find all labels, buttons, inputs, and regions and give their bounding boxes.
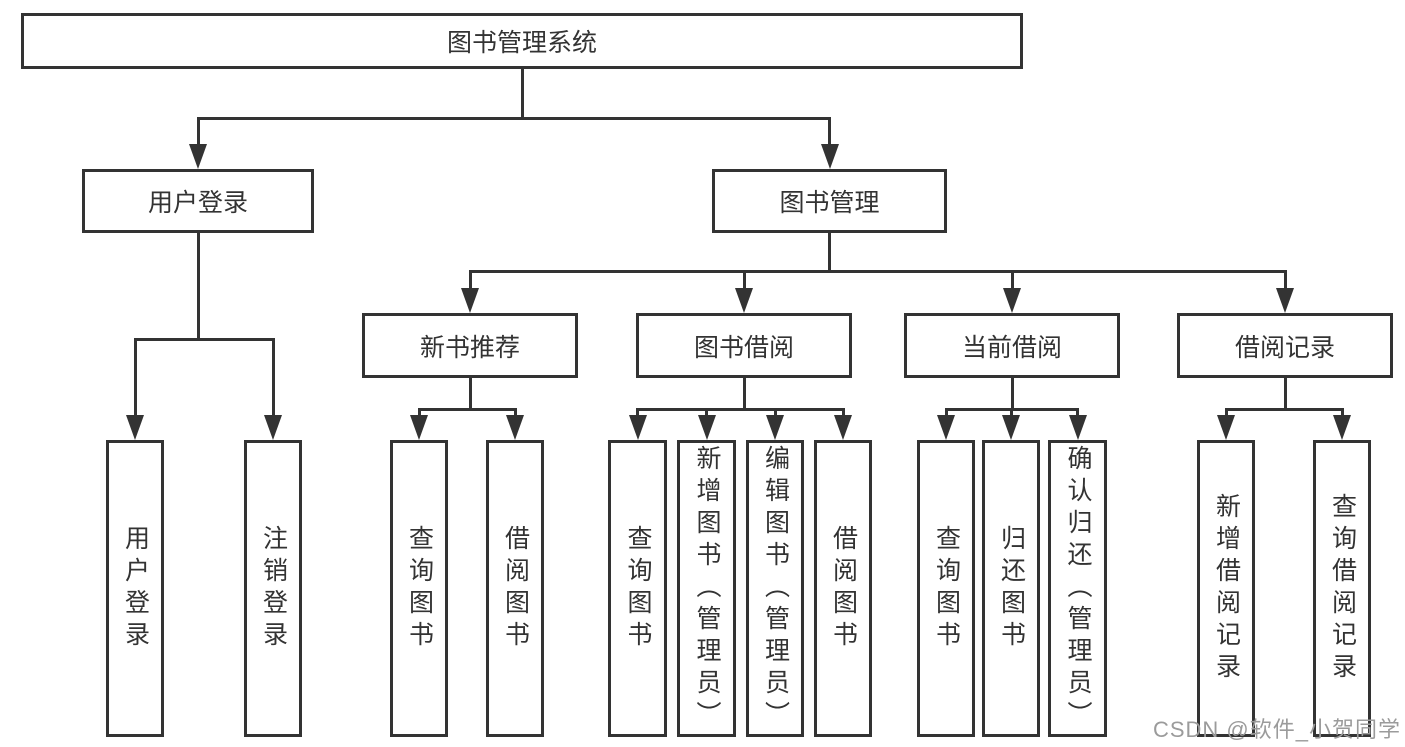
connector-drop-bb-add-books (705, 408, 708, 421)
node-label-cb-confirm-return: 确认归还（管理员） (1064, 444, 1092, 733)
node-nb-borrow-books: 借阅图书 (486, 440, 544, 737)
arrow-down-icon (628, 415, 647, 440)
connector-bar-user-login-group (133, 338, 275, 341)
arrow-down-icon (937, 415, 955, 440)
connector-drop-login (133, 338, 137, 421)
connector-drop-book-mgmt (828, 117, 831, 150)
connector-stem-borrow-records (1283, 378, 1287, 411)
connector-drop-nb-borrow-books (513, 408, 517, 421)
arrow-down-icon (506, 415, 524, 440)
node-bb-add-books: 新增图书（管理员） (677, 440, 736, 737)
node-borrow-records: 借阅记录 (1177, 313, 1393, 378)
node-label-book-mgmt: 图书管理 (779, 189, 880, 217)
connector-drop-borrow-records (1283, 270, 1287, 294)
connector-bar-new-books (417, 408, 517, 411)
arrow-down-icon (189, 144, 207, 169)
arrow-down-icon (820, 144, 839, 169)
connector-drop-new-books (468, 270, 472, 294)
connector-drop-logout (271, 338, 275, 421)
node-cb-confirm-return: 确认归还（管理员） (1048, 440, 1107, 737)
node-label-new-books: 新书推荐 (419, 333, 520, 362)
node-label-bb-borrow-books: 借阅图书 (829, 524, 858, 653)
node-login: 用户登录 (106, 440, 164, 737)
node-label-logout: 注销登录 (259, 524, 288, 653)
node-label-cb-return-books: 归还图书 (997, 524, 1026, 653)
node-logout: 注销登录 (244, 440, 302, 737)
node-label-cb-query-books: 查询图书 (932, 524, 961, 653)
connector-drop-nb-query-books (417, 408, 421, 421)
arrow-down-icon (461, 288, 479, 313)
arrow-down-icon (1217, 415, 1235, 440)
connector-drop-current-borrow (1010, 270, 1014, 294)
node-cb-query-books: 查询图书 (917, 440, 975, 737)
node-user-login-group: 用户登录 (82, 169, 314, 233)
node-label-bb-add-books: 新增图书（管理员） (693, 444, 721, 733)
csdn-watermark: CSDN @软件_小贺同学 (1152, 717, 1401, 742)
connector-drop-bb-borrow-books (841, 408, 845, 421)
connector-stem-user-login-group (196, 233, 200, 341)
connector-stem-root (520, 69, 524, 120)
node-label-br-query-record: 查询借阅记录 (1328, 492, 1357, 685)
connector-bar-book-mgmt (468, 270, 1287, 273)
node-label-current-borrow: 当前借阅 (961, 333, 1062, 362)
connector-drop-cb-return-books (1009, 408, 1013, 421)
node-label-bb-query-books: 查询图书 (624, 524, 652, 653)
connector-stem-new-books (468, 378, 472, 411)
node-new-books: 新书推荐 (362, 313, 578, 378)
arrow-down-icon (1002, 415, 1020, 440)
connector-drop-bb-query-books (636, 408, 639, 421)
node-label-nb-borrow-books: 借阅图书 (501, 524, 530, 653)
node-br-query-record: 查询借阅记录 (1313, 440, 1371, 737)
node-cb-return-books: 归还图书 (982, 440, 1040, 737)
node-label-book-borrow: 图书借阅 (693, 333, 794, 362)
node-bb-borrow-books: 借阅图书 (814, 440, 872, 737)
connector-drop-br-query-record (1340, 408, 1344, 421)
arrow-down-icon (1068, 415, 1087, 440)
node-current-borrow: 当前借阅 (904, 313, 1120, 378)
connector-drop-book-borrow (742, 270, 746, 294)
connector-drop-cb-query-books (944, 408, 948, 421)
arrow-down-icon (1333, 415, 1351, 440)
node-book-borrow: 图书借阅 (636, 313, 852, 378)
node-label-br-add-record: 新增借阅记录 (1212, 492, 1241, 685)
connector-drop-user-login-group (196, 117, 200, 150)
node-root: 图书管理系统 (21, 13, 1023, 69)
node-label-root: 图书管理系统 (446, 29, 597, 57)
node-label-login: 用户登录 (121, 524, 150, 653)
node-bb-query-books: 查询图书 (608, 440, 667, 737)
arrow-down-icon (1003, 288, 1021, 313)
arrow-down-icon (766, 415, 784, 440)
node-label-borrow-records: 借阅记录 (1234, 333, 1335, 362)
arrow-down-icon (126, 415, 144, 440)
connector-stem-book-borrow (742, 378, 746, 411)
arrow-down-icon (735, 288, 753, 313)
node-nb-query-books: 查询图书 (390, 440, 448, 737)
node-label-nb-query-books: 查询图书 (405, 524, 434, 653)
node-label-user-login-group: 用户登录 (147, 189, 248, 217)
arrow-down-icon (697, 415, 716, 440)
connector-stem-book-mgmt (828, 233, 831, 273)
arrow-down-icon (834, 415, 852, 440)
connector-drop-br-add-record (1224, 408, 1228, 421)
arrow-down-icon (1276, 288, 1294, 313)
connector-bar-borrow-records (1224, 408, 1344, 411)
connector-bar-root (196, 117, 831, 120)
node-book-mgmt: 图书管理 (712, 169, 947, 233)
connector-drop-bb-edit-books (773, 408, 777, 421)
node-label-bb-edit-books: 编辑图书（管理员） (761, 444, 790, 733)
arrow-down-icon (264, 415, 282, 440)
node-bb-edit-books: 编辑图书（管理员） (746, 440, 804, 737)
connector-bar-book-borrow (636, 408, 845, 411)
node-br-add-record: 新增借阅记录 (1197, 440, 1255, 737)
connector-stem-current-borrow (1010, 378, 1014, 411)
connector-drop-cb-confirm-return (1076, 408, 1079, 421)
arrow-down-icon (410, 415, 428, 440)
